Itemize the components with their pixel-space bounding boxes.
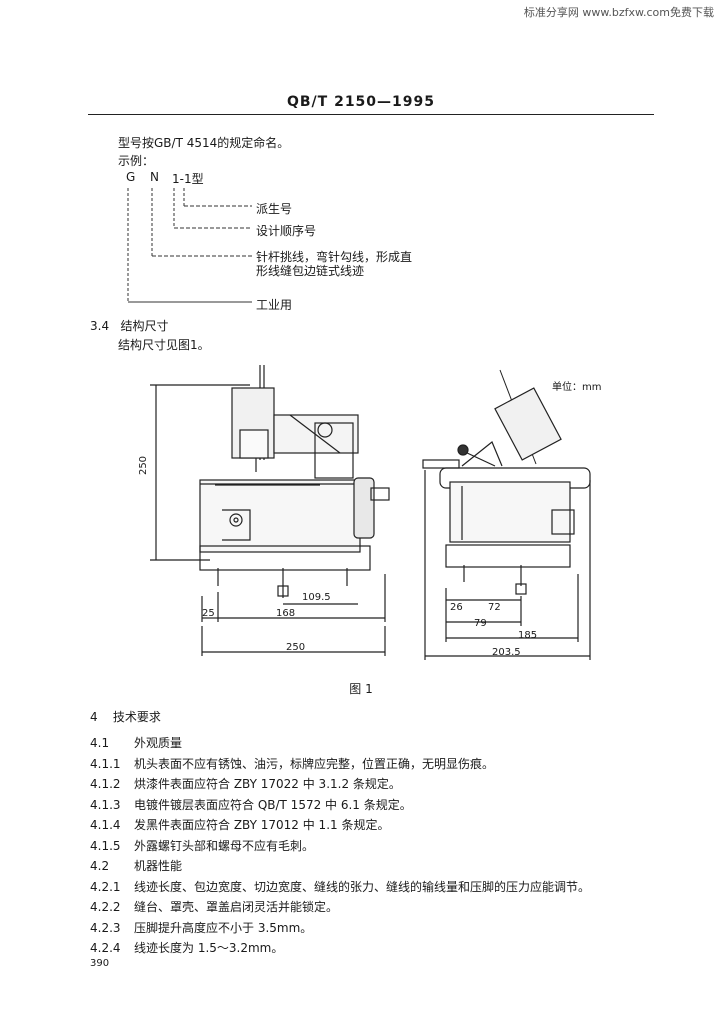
model-letter-g: G (126, 170, 136, 184)
dim-109-5: 109.5 (302, 592, 331, 603)
figure-unit-label: 单位：mm (552, 382, 602, 393)
label-derived: 派生号 (256, 202, 293, 216)
model-diagram: G N 1-1型 派生号 设计顺序号 针杆挑线，弯针勾线，形成直 形线缝包边链式… (110, 164, 430, 314)
clause-number: 4.1.4 (90, 818, 121, 832)
clause-list: 4.1 外观质量 4.1.1 机头表面不应有锈蚀、油污，标牌应完整，位置正确，无明显… (90, 734, 650, 960)
section-3-4-number: 3.4 (90, 319, 110, 333)
clause-number: 4.1.5 (90, 838, 121, 853)
figure-1-drawing (150, 365, 591, 660)
section-4-title: 技术要求 (112, 710, 161, 724)
clause-row: 4.1.1 机头表面不应有锈蚀、油污，标牌应完整，位置正确，无明显伤痕。 (90, 755, 650, 776)
watermark: 标准分享网 www.bzfxw.com免费下载 (523, 6, 714, 19)
clause-row: 4.2.4 线迹长度为 1.5～3.2mm。 (90, 939, 650, 960)
model-diagram-lines (127, 188, 252, 303)
clause-text: 烘漆件表面应符合 ZBY 17022 中 3.1.2 条规定。 (134, 777, 401, 791)
clause-text: 外观质量 (134, 736, 183, 750)
intro-line: 型号按GB/T 4514的规定命名。 (118, 136, 290, 150)
dim-185: 185 (518, 630, 538, 641)
clause-text: 机器性能 (134, 859, 183, 873)
figure-caption: 图 1 (349, 682, 373, 696)
dim-25: 25 (202, 608, 215, 619)
section-4: 4 技术要求 (90, 708, 161, 725)
clause-number: 4.1 (90, 736, 110, 750)
figure-1: 单位：mm 250 109.5 25 168 250 26 72 79 185 … (138, 360, 610, 665)
label-stitch-1: 针杆挑线，弯针勾线，形成直 (256, 250, 413, 264)
label-stitch-2: 形线缝包边链式线迹 (256, 264, 365, 278)
dim-168: 168 (276, 608, 296, 619)
clause-number: 4.2.3 (90, 920, 121, 935)
section-4-number: 4 (90, 710, 98, 724)
clause-number: 4.1.3 (90, 797, 121, 812)
section-3-4: 3.4 结构尺寸 (90, 317, 169, 334)
model-suffix: 1-1型 (172, 172, 204, 186)
page-number: 390 (90, 958, 110, 969)
clause-row: 4.1.4 发黑件表面应符合 ZBY 17012 中 1.1 条规定。 (90, 816, 650, 837)
clause-row: 4.2 机器性能 (90, 857, 650, 878)
label-industrial: 工业用 (256, 298, 293, 312)
clause-number: 4.1.2 (90, 777, 121, 791)
clause-row: 4.2.2 缝台、罩壳、罩盖启闭灵活并能锁定。 (90, 898, 650, 919)
clause-text: 压脚提升高度应不小于 3.5mm。 (134, 920, 313, 935)
dim-26: 26 (450, 602, 463, 613)
section-3-4-body: 结构尺寸见图1。 (118, 338, 210, 352)
standard-number: QB/T 2150—1995 (286, 94, 436, 110)
clause-row: 4.2.1 线迹长度、包边宽度、切边宽度、缝线的张力、缝线的输线量和压脚的压力应能… (90, 878, 650, 899)
dim-72: 72 (488, 602, 501, 613)
clause-text: 发黑件表面应符合 ZBY 17012 中 1.1 条规定。 (134, 818, 390, 832)
clause-text: 线迹长度、包边宽度、切边宽度、缝线的张力、缝线的输线量和压脚的压力应能调节。 (134, 879, 591, 894)
clause-number: 4.2.2 (90, 900, 121, 914)
clause-number: 4.2.1 (90, 879, 121, 894)
dim-left-250: 250 (286, 642, 306, 653)
model-letter-n: N (150, 170, 159, 184)
section-3-4-title: 结构尺寸 (120, 319, 169, 333)
dim-79: 79 (474, 618, 487, 629)
dim-height-250: 250 (138, 455, 150, 476)
clause-text: 电镀件镀层表面应符合 QB/T 1572 中 6.1 条规定。 (134, 797, 412, 812)
label-design-seq: 设计顺序号 (256, 224, 317, 238)
clause-row: 4.2.3 压脚提升高度应不小于 3.5mm。 (90, 919, 650, 940)
clause-text: 外露螺钉头部和螺母不应有毛刺。 (134, 838, 315, 853)
dim-203-5: 203.5 (492, 647, 521, 658)
clause-text: 线迹长度为 1.5～3.2mm。 (134, 941, 284, 955)
clause-text: 机头表面不应有锈蚀、油污，标牌应完整，位置正确，无明显伤痕。 (134, 756, 495, 771)
example-label: 示例： (118, 154, 155, 168)
header-rule (88, 114, 654, 115)
clause-row: 4.1.2 烘漆件表面应符合 ZBY 17022 中 3.1.2 条规定。 (90, 775, 650, 796)
clause-number: 4.2.4 (90, 941, 121, 955)
clause-row: 4.1 外观质量 (90, 734, 650, 755)
clause-text: 缝台、罩壳、罩盖启闭灵活并能锁定。 (134, 900, 339, 914)
clause-number: 4.2 (90, 859, 110, 873)
clause-row: 4.1.3 电镀件镀层表面应符合 QB/T 1572 中 6.1 条规定。 (90, 796, 650, 817)
clause-row: 4.1.5 外露螺钉头部和螺母不应有毛刺。 (90, 837, 650, 858)
clause-number: 4.1.1 (90, 756, 121, 771)
